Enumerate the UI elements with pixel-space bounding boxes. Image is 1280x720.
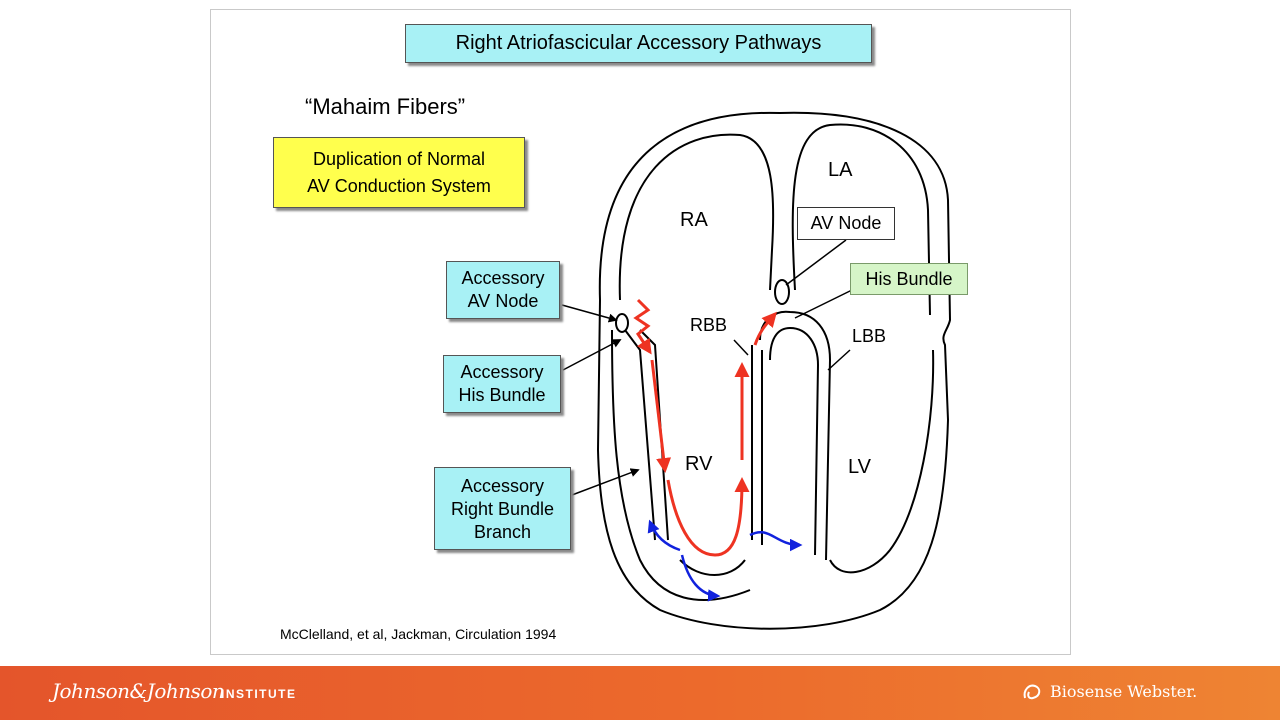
rv-apex <box>679 559 746 576</box>
red-arrow-wavy <box>633 298 652 355</box>
septum-inner <box>769 326 820 556</box>
heart-outline <box>596 111 952 630</box>
jj-institute-label: INSTITUTE <box>221 687 297 701</box>
av-node-box: AV Node <box>797 207 895 240</box>
subtitle: “Mahaim Fibers” <box>305 94 466 119</box>
duplication-line1: Duplication of Normal <box>312 149 486 169</box>
acc-his-line1: Accessory <box>460 362 544 382</box>
label-ra: RA <box>680 209 708 231</box>
pointer-acc-rbb <box>571 468 640 496</box>
acc-av-line2: AV Node <box>467 291 539 311</box>
acc-av-line1: Accessory <box>461 268 545 288</box>
label-rv: RV <box>685 453 713 475</box>
label-rbb: RBB <box>690 315 728 335</box>
title-box: Right Atriofascicular Accessory Pathways <box>405 24 872 63</box>
lv-inner <box>829 349 935 574</box>
red-arrow-apex <box>666 477 750 557</box>
his-bundle-box: His Bundle <box>850 263 968 295</box>
label-lbb: LBB <box>852 326 887 346</box>
blue-arrow-left <box>647 519 681 552</box>
red-arrow-down <box>650 359 672 473</box>
pointer-acc-his <box>562 339 622 371</box>
pointer-av-node <box>785 239 847 286</box>
duplication-line2: AV Conduction System <box>307 176 491 196</box>
label-la: LA <box>828 159 853 181</box>
biosense-logo-icon <box>1023 684 1041 700</box>
pointer-acc-av <box>561 304 618 323</box>
accessory-rbb-box: Accessory Right Bundle Branch <box>434 467 571 550</box>
accessory-his-bundle-box: Accessory His Bundle <box>443 355 561 413</box>
duplication-box: Duplication of Normal AV Conduction Syst… <box>273 137 525 208</box>
la-wall <box>791 123 931 316</box>
accessory-av-node-box: Accessory AV Node <box>446 261 560 319</box>
pointer-lbb <box>827 349 851 371</box>
footer-bar: Johnson&Johnson INSTITUTE Biosense Webst… <box>0 666 1280 720</box>
av-node-shape <box>774 279 790 305</box>
rv-outer-wall <box>611 329 751 601</box>
pointer-his <box>794 289 853 319</box>
blue-arrow-down <box>680 554 721 602</box>
acc-rbb-line3: Branch <box>473 522 532 542</box>
biosense-webster-logo: Biosense Webster. <box>1050 682 1198 701</box>
rbb-tract <box>751 345 763 545</box>
label-lv: LV <box>848 456 871 478</box>
heart-diagram <box>561 111 952 630</box>
citation: McClelland, et al, Jackman, Circulation … <box>280 626 557 642</box>
acc-rbb-line2: Right Bundle <box>450 499 555 519</box>
blue-arrow-right <box>749 530 803 552</box>
acc-av-node-shape <box>615 313 629 333</box>
acc-rbb-line1: Accessory <box>460 476 545 496</box>
ra-wall <box>618 133 775 301</box>
pointer-rbb <box>733 339 749 356</box>
red-arrow-his <box>753 311 777 346</box>
jj-logo: Johnson&Johnson <box>52 679 225 703</box>
acc-his-line2: His Bundle <box>458 385 546 405</box>
